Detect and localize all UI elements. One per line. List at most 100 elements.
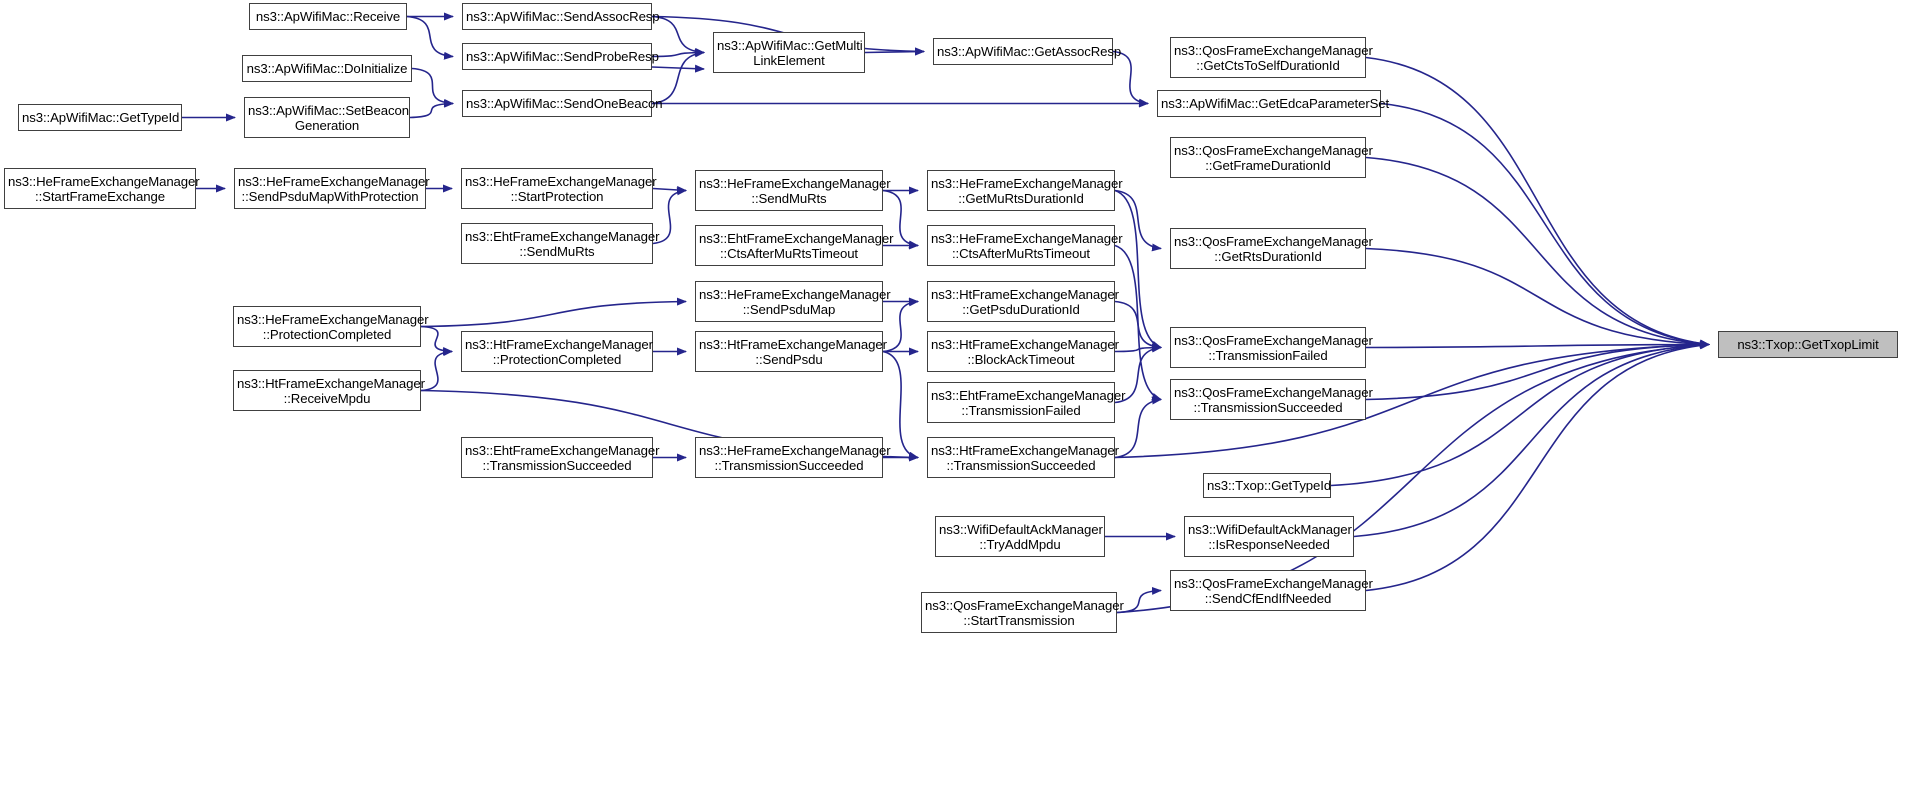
graph-edge	[1112, 50, 1149, 107]
graph-edge	[411, 67, 454, 107]
graph-node-label: ns3::HeFrameExchangeManager ::StartFrame…	[8, 173, 200, 204]
graph-node[interactable]: ns3::WifiDefaultAckManager ::TryAddMpdu	[935, 516, 1105, 557]
graph-node[interactable]: ns3::QosFrameExchangeManager ::Transmiss…	[1170, 327, 1373, 368]
graph-edge	[420, 348, 453, 392]
graph-edge	[1114, 343, 1162, 353]
graph-node[interactable]: ns3::QosFrameExchangeManager ::GetRtsDur…	[1170, 228, 1373, 269]
graph-node[interactable]: ns3::HeFrameExchangeManager ::SendMuRts	[695, 170, 891, 211]
graph-edge	[409, 99, 454, 119]
graph-node-label: ns3::ApWifiMac::DoInitialize	[246, 61, 408, 76]
graph-node-label: ns3::EhtFrameExchangeManager ::CtsAfterM…	[699, 230, 894, 261]
graph-node[interactable]: ns3::WifiDefaultAckManager ::IsResponseN…	[1184, 516, 1354, 557]
graph-node-label: ns3::HeFrameExchangeManager ::Protection…	[237, 311, 429, 342]
graph-node[interactable]: ns3::ApWifiMac::SendOneBeacon	[462, 90, 663, 117]
graph-node-label: ns3::HeFrameExchangeManager ::StartProte…	[465, 173, 657, 204]
graph-node-label: ns3::HtFrameExchangeManager ::Protection…	[465, 336, 653, 367]
graph-node-label: ns3::QosFrameExchangeManager ::StartTran…	[925, 597, 1124, 628]
graph-node-label: ns3::WifiDefaultAckManager ::TryAddMpdu	[939, 521, 1103, 552]
graph-node-label: ns3::QosFrameExchangeManager ::GetCtsToS…	[1174, 42, 1373, 73]
graph-node[interactable]: ns3::HtFrameExchangeManager ::BlockAckTi…	[927, 331, 1119, 372]
graph-node[interactable]: ns3::ApWifiMac::GetTypeId	[18, 104, 182, 131]
graph-node-label: ns3::ApWifiMac::SetBeacon Generation	[248, 102, 409, 133]
graph-node[interactable]: ns3::HtFrameExchangeManager ::Transmissi…	[927, 437, 1119, 478]
graph-node[interactable]: ns3::ApWifiMac::GetMulti LinkElement	[713, 32, 865, 73]
graph-node[interactable]: ns3::ApWifiMac::SendAssocResp	[462, 3, 660, 30]
graph-node[interactable]: ns3::Txop::GetTxopLimit	[1718, 331, 1898, 358]
graph-edge	[420, 297, 687, 328]
graph-node-label: ns3::HeFrameExchangeManager ::SendMuRts	[699, 175, 891, 206]
graph-node[interactable]: ns3::EhtFrameExchangeManager ::SendMuRts	[461, 223, 659, 264]
graph-node-label: ns3::WifiDefaultAckManager ::IsResponseN…	[1188, 521, 1352, 552]
graph-node-label: ns3::QosFrameExchangeManager ::GetRtsDur…	[1174, 233, 1373, 264]
graph-node[interactable]: ns3::ApWifiMac::GetEdcaParameterSet	[1157, 90, 1390, 117]
graph-node[interactable]: ns3::QosFrameExchangeManager ::SendCfEnd…	[1170, 570, 1373, 611]
graph-edge	[651, 64, 705, 73]
graph-edge	[1114, 396, 1162, 459]
graph-node-label: ns3::HeFrameExchangeManager ::CtsAfterMu…	[931, 230, 1123, 261]
graph-node[interactable]: ns3::HeFrameExchangeManager ::CtsAfterMu…	[927, 225, 1123, 266]
graph-node-label: ns3::HtFrameExchangeManager ::BlockAckTi…	[931, 336, 1119, 367]
graph-node[interactable]: ns3::QosFrameExchangeManager ::GetFrameD…	[1170, 137, 1373, 178]
graph-node[interactable]: ns3::ApWifiMac::DoInitialize	[242, 55, 412, 82]
graph-node[interactable]: ns3::QosFrameExchangeManager ::StartTran…	[921, 592, 1124, 633]
graph-node[interactable]: ns3::EhtFrameExchangeManager ::Transmiss…	[461, 437, 660, 478]
graph-edge	[882, 298, 919, 353]
graph-node-label: ns3::EhtFrameExchangeManager ::Transmiss…	[931, 387, 1126, 418]
graph-edge	[1114, 300, 1162, 351]
graph-edge	[652, 185, 687, 194]
graph-edge	[1353, 341, 1710, 538]
graph-node-label: ns3::QosFrameExchangeManager ::SendCfEnd…	[1174, 575, 1373, 606]
graph-node[interactable]: ns3::HeFrameExchangeManager ::Protection…	[233, 306, 429, 347]
graph-node[interactable]: ns3::HeFrameExchangeManager ::Transmissi…	[695, 437, 891, 478]
graph-node[interactable]: ns3::QosFrameExchangeManager ::GetCtsToS…	[1170, 37, 1373, 78]
graph-node[interactable]: ns3::QosFrameExchangeManager ::Transmiss…	[1170, 379, 1373, 420]
graph-node[interactable]: ns3::HeFrameExchangeManager ::SendPsduMa…	[695, 281, 891, 322]
graph-node-label: ns3::Txop::GetTypeId	[1207, 478, 1332, 493]
graph-edge	[882, 189, 919, 249]
graph-node[interactable]: ns3::HtFrameExchangeManager ::Protection…	[461, 331, 653, 372]
graph-edge	[1365, 156, 1710, 348]
graph-node[interactable]: ns3::ApWifiMac::SendProbeResp	[462, 43, 659, 70]
graph-node[interactable]: ns3::HeFrameExchangeManager ::SendPsduMa…	[234, 168, 430, 209]
graph-node-label: ns3::HeFrameExchangeManager ::SendPsduMa…	[238, 173, 430, 204]
graph-node-label: ns3::EhtFrameExchangeManager ::Transmiss…	[465, 442, 660, 473]
graph-node-label: ns3::ApWifiMac::SendProbeResp	[466, 49, 659, 64]
graph-edge	[1114, 189, 1162, 252]
graph-edge	[1365, 340, 1710, 349]
graph-node-label: ns3::HtFrameExchangeManager ::Transmissi…	[931, 442, 1119, 473]
graph-node[interactable]: ns3::HeFrameExchangeManager ::GetMuRtsDu…	[927, 170, 1123, 211]
graph-node[interactable]: ns3::EhtFrameExchangeManager ::Transmiss…	[927, 382, 1126, 423]
graph-node[interactable]: ns3::HeFrameExchangeManager ::StartProte…	[461, 168, 657, 209]
graph-edge	[651, 48, 705, 58]
graph-node[interactable]: ns3::HeFrameExchangeManager ::StartFrame…	[4, 168, 200, 209]
graph-node[interactable]: ns3::Txop::GetTypeId	[1203, 473, 1331, 498]
graph-node[interactable]: ns3::HtFrameExchangeManager ::SendPsdu	[695, 331, 887, 372]
graph-node-label: ns3::ApWifiMac::GetEdcaParameterSet	[1161, 96, 1390, 111]
graph-node-label: ns3::HtFrameExchangeManager ::GetPsduDur…	[931, 286, 1119, 317]
graph-node-label: ns3::QosFrameExchangeManager ::GetFrameD…	[1174, 142, 1373, 173]
graph-node-label: ns3::ApWifiMac::GetAssocResp	[937, 44, 1122, 59]
graph-edge	[1114, 189, 1162, 349]
graph-node[interactable]: ns3::ApWifiMac::Receive	[249, 3, 407, 30]
graph-node-label: ns3::HtFrameExchangeManager ::ReceiveMpd…	[237, 375, 425, 406]
graph-node[interactable]: ns3::ApWifiMac::GetAssocResp	[933, 38, 1122, 65]
graph-node-label: ns3::ApWifiMac::GetTypeId	[22, 110, 180, 125]
graph-node-label: ns3::ApWifiMac::Receive	[255, 9, 401, 24]
graph-node[interactable]: ns3::HtFrameExchangeManager ::ReceiveMpd…	[233, 370, 425, 411]
graph-node-label: ns3::HtFrameExchangeManager ::SendPsdu	[699, 336, 887, 367]
graph-node[interactable]: ns3::HtFrameExchangeManager ::GetPsduDur…	[927, 281, 1119, 322]
graph-node-label: ns3::HeFrameExchangeManager ::Transmissi…	[699, 442, 891, 473]
graph-edge	[1330, 340, 1710, 487]
graph-edge	[882, 350, 919, 460]
graph-edge	[1365, 247, 1710, 349]
graph-node-label: ns3::ApWifiMac::GetMulti LinkElement	[717, 37, 863, 68]
graph-node[interactable]: ns3::EhtFrameExchangeManager ::CtsAfterM…	[695, 225, 894, 266]
graph-edge	[651, 15, 705, 56]
graph-edge	[1365, 341, 1710, 592]
graph-edge	[420, 325, 453, 356]
graph-edge	[1114, 340, 1710, 459]
graph-edge	[406, 15, 454, 60]
graph-node[interactable]: ns3::ApWifiMac::SetBeacon Generation	[244, 97, 410, 138]
graph-node-label: ns3::QosFrameExchangeManager ::Transmiss…	[1174, 384, 1373, 415]
